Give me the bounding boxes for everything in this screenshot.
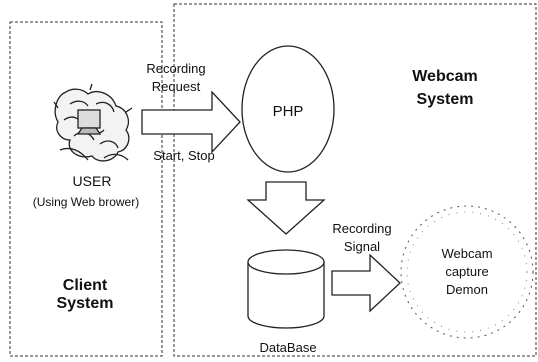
client-system-title-line2: System [57,295,114,312]
webcam-system-box [173,3,537,357]
php-label: PHP [273,103,304,120]
webcam-system-title-line1: Webcam [412,68,478,85]
start-stop-label: Start, Stop [153,148,214,163]
recording-request-arrow [141,90,241,154]
user-computer-icon [53,83,133,162]
recording-request-label-line1: Recording [146,61,205,76]
recording-request-label-line2: Request [152,79,201,94]
user-label: USER [73,173,112,189]
daemon-label-line2: capture [445,264,488,279]
database-cylinder [247,249,325,329]
recording-signal-label-line1: Recording [332,221,391,236]
database-label: DataBase [259,340,316,355]
user-sublabel: (Using Web brower) [33,195,139,209]
php-to-database-arrow [246,181,326,235]
client-system-box [9,21,163,357]
recording-signal-label-line2: Signal [344,239,380,254]
recording-signal-arrow [331,253,401,313]
daemon-label-line3: Demon [446,282,488,297]
client-system-title-line1: Client [63,277,108,294]
php-node [241,45,335,173]
daemon-label-line1: Webcam [441,246,492,261]
webcam-system-title-line2: System [417,91,474,108]
capture-daemon-node [400,205,534,339]
